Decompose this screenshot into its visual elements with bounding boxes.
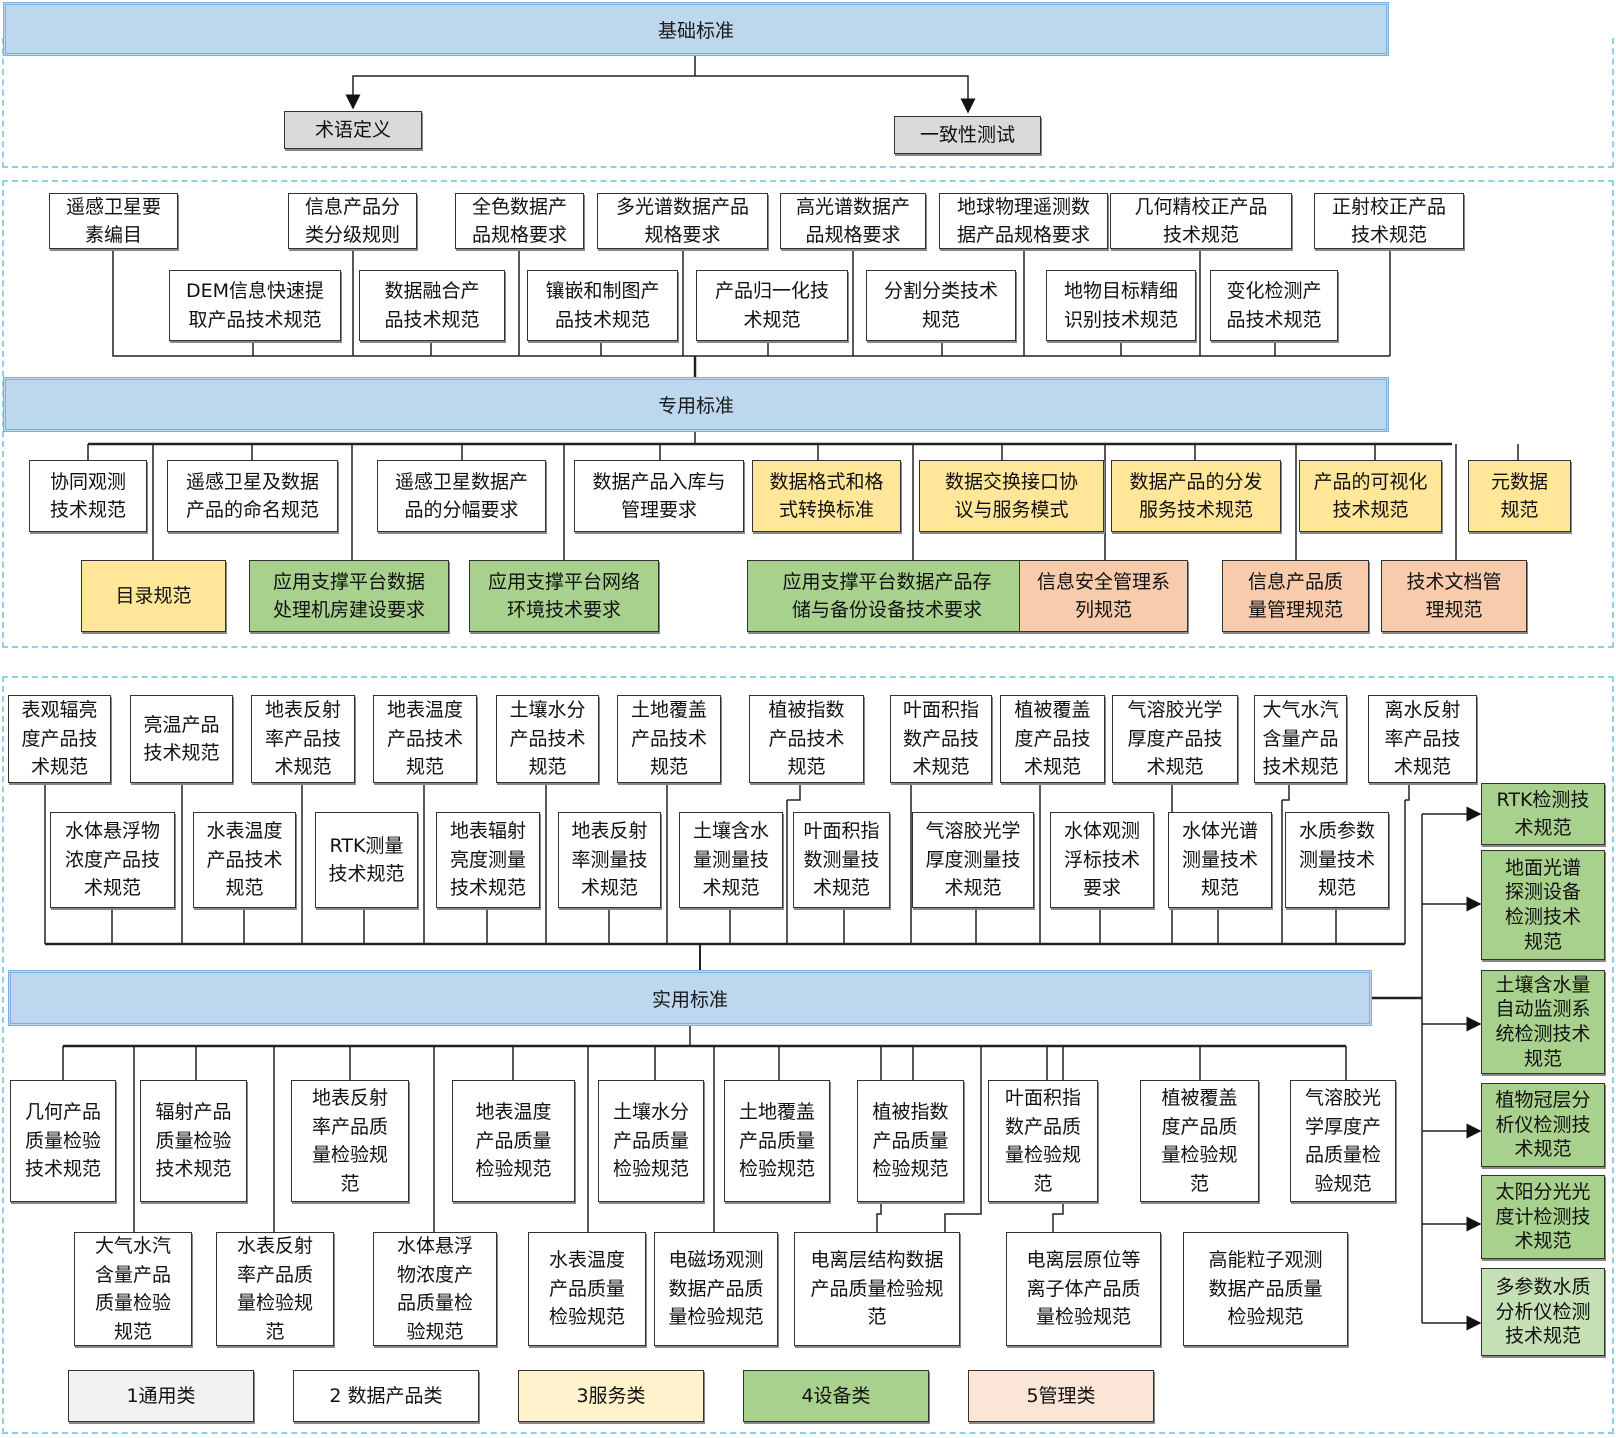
equipment-standard-box: 多参数水质 分析仪检测 技术规范: [1481, 1268, 1605, 1356]
basic-product-box: 几何精校正产品 技术规范: [1110, 193, 1292, 249]
basic-standards-band: 基础标准: [3, 2, 1389, 56]
quality-inspection-box: 叶面积指 数产品质 量检验规 范: [988, 1080, 1098, 1202]
legend-equipment: 4设备类: [743, 1370, 929, 1422]
practical-measure-box: 水质参数 测量技术 规范: [1285, 812, 1389, 908]
practical-product-box: 植被覆盖 度产品技 术规范: [1000, 695, 1105, 783]
special-standard-box: 目录规范: [81, 560, 226, 632]
practical-measure-box: 水表温度 产品技术 规范: [193, 812, 296, 908]
basic-product-box: 镶嵌和制图产 品技术规范: [527, 270, 678, 341]
legend-data-product: 2 数据产品类: [293, 1370, 479, 1422]
practical-measure-box: 地表辐射 亮度测量 技术规范: [436, 812, 540, 908]
practical-product-box: 亮温产品 技术规范: [130, 695, 233, 783]
special-standard-box: 应用支撑平台网络 环境技术要求: [469, 560, 659, 632]
quality-inspection-box: 地表反射 率产品质 量检验规 范: [291, 1080, 409, 1202]
special-standard-box: 元数据 规范: [1468, 460, 1571, 532]
basic-product-box: 地球物理遥测数 据产品规格要求: [939, 193, 1108, 249]
special-standards-band: 专用标准: [3, 377, 1389, 432]
terminology-definition-box: 术语定义: [284, 111, 422, 149]
conformance-test-box: 一致性测试: [894, 116, 1041, 154]
practical-measure-box: 水体悬浮物 浓度产品技 术规范: [50, 812, 175, 908]
practical-product-box: 地表反射 率产品技 术规范: [251, 695, 355, 783]
quality-inspection-box: 高能粒子观测 数据产品质量 检验规范: [1183, 1232, 1348, 1346]
special-standard-box: 应用支撑平台数据 处理机房建设要求: [249, 560, 449, 632]
special-standard-box: 数据产品的分发 服务技术规范: [1111, 460, 1281, 532]
practical-product-box: 离水反射 率产品技 术规范: [1368, 695, 1477, 783]
special-standard-box: 数据产品入库与 管理要求: [574, 460, 744, 532]
practical-product-box: 土壤水分 产品技术 规范: [496, 695, 599, 783]
quality-inspection-box: 水表反射 率产品质 量检验规 范: [216, 1232, 334, 1346]
equipment-standard-box: 土壤含水量 自动监测系 统检测技术 规范: [1481, 970, 1605, 1074]
special-standard-box: 遥感卫星数据产 品的分幅要求: [377, 460, 546, 532]
basic-product-box: 高光谱数据产 品规格要求: [780, 193, 926, 249]
special-standard-box: 信息产品质 量管理规范: [1222, 560, 1369, 632]
practical-product-box: 植被指数 产品技术 规范: [749, 695, 864, 783]
special-standard-box: 技术文档管 理规范: [1381, 560, 1527, 632]
quality-inspection-box: 土壤水分 产品质量 检验规范: [598, 1080, 704, 1202]
basic-product-box: 信息产品分 类分级规则: [288, 193, 417, 249]
practical-measure-box: 水体观测 浮标技术 要求: [1050, 812, 1154, 908]
quality-inspection-box: 水表温度 产品质量 检验规范: [528, 1232, 646, 1346]
basic-product-box: 地物目标精细 识别技术规范: [1046, 270, 1196, 341]
legend-service: 3服务类: [518, 1370, 704, 1422]
practical-product-box: 地表温度 产品技术 规范: [373, 695, 477, 783]
legend-management: 5管理类: [968, 1370, 1154, 1422]
special-standard-box: 信息安全管理系 列规范: [1019, 560, 1188, 632]
practical-measure-box: 叶面积指 数测量技 术规范: [793, 812, 890, 908]
practical-product-box: 土地覆盖 产品技术 规范: [617, 695, 721, 783]
basic-product-box: 多光谱数据产品 规格要求: [597, 193, 768, 249]
quality-inspection-box: 电离层结构数据 产品质量检验规 范: [794, 1232, 960, 1346]
quality-inspection-box: 电磁场观测 数据产品质 量检验规范: [654, 1232, 778, 1346]
quality-inspection-box: 植被指数 产品质量 检验规范: [857, 1080, 964, 1202]
basic-product-box: 变化检测产 品技术规范: [1210, 270, 1338, 341]
special-standard-box: 数据交换接口协 议与服务模式: [919, 460, 1104, 532]
special-standard-box: 产品的可视化 技术规范: [1299, 460, 1442, 532]
equipment-standard-box: 太阳分光光 度计检测技 术规范: [1481, 1175, 1605, 1259]
practical-measure-box: 气溶胶光学 厚度测量技 术规范: [912, 812, 1034, 908]
practical-product-box: 大气水汽 含量产品 技术规范: [1254, 695, 1347, 783]
quality-inspection-box: 电离层原位等 离子体产品质 量检验规范: [1006, 1232, 1161, 1346]
basic-group-frame: [2, 38, 1614, 168]
special-standard-box: 数据格式和格 式转换标准: [752, 460, 901, 532]
basic-product-box: 产品归一化技 术规范: [696, 270, 848, 341]
practical-product-box: 叶面积指 数产品技 术规范: [890, 695, 992, 783]
practical-measure-box: RTK测量 技术规范: [315, 812, 418, 908]
quality-inspection-box: 土地覆盖 产品质量 检验规范: [724, 1080, 830, 1202]
quality-inspection-box: 气溶胶光 学厚度产 品质量检 验规范: [1290, 1080, 1396, 1202]
practical-product-box: 表观辐亮 度产品技 术规范: [8, 695, 111, 783]
equipment-standard-box: 地面光谱 探测设备 检测技术 规范: [1481, 850, 1605, 960]
quality-inspection-box: 辐射产品 质量检验 技术规范: [140, 1080, 247, 1202]
quality-inspection-box: 地表温度 产品质量 检验规范: [452, 1080, 575, 1202]
basic-product-box: DEM信息快速提 取产品技术规范: [169, 270, 341, 341]
practical-group-frame: [2, 676, 1614, 1434]
basic-product-box: 遥感卫星要 素编目: [49, 193, 178, 249]
practical-measure-box: 水体光谱 测量技术 规范: [1168, 812, 1272, 908]
equipment-standard-box: 植物冠层分 析仪检测技 术规范: [1481, 1083, 1605, 1167]
practical-standards-band: 实用标准: [8, 970, 1372, 1026]
basic-product-box: 数据融合产 品技术规范: [359, 270, 505, 341]
quality-inspection-box: 大气水汽 含量产品 质量检验 规范: [74, 1232, 192, 1346]
basic-product-box: 分割分类技术 规范: [866, 270, 1016, 341]
quality-inspection-box: 几何产品 质量检验 技术规范: [10, 1080, 116, 1202]
practical-product-box: 气溶胶光学 厚度产品技 术规范: [1112, 695, 1238, 783]
special-standard-box: 协同观测 技术规范: [29, 460, 147, 532]
practical-measure-box: 地表反射 率测量技 术规范: [558, 812, 661, 908]
quality-inspection-box: 水体悬浮 物浓度产 品质量检 验规范: [373, 1232, 497, 1346]
equipment-standard-box: RTK检测技 术规范: [1481, 783, 1605, 845]
special-standard-box: 遥感卫星及数据 产品的命名规范: [167, 460, 338, 532]
special-standard-box: 应用支撑平台数据产品存 储与备份设备技术要求: [747, 560, 1027, 632]
practical-measure-box: 土壤含水 量测量技 术规范: [679, 812, 783, 908]
basic-product-box: 正射校正产品 技术规范: [1314, 193, 1464, 249]
basic-product-box: 全色数据产 品规格要求: [455, 193, 584, 249]
quality-inspection-box: 植被覆盖 度产品质 量检验规 范: [1140, 1080, 1259, 1202]
legend-general: 1通用类: [68, 1370, 254, 1422]
